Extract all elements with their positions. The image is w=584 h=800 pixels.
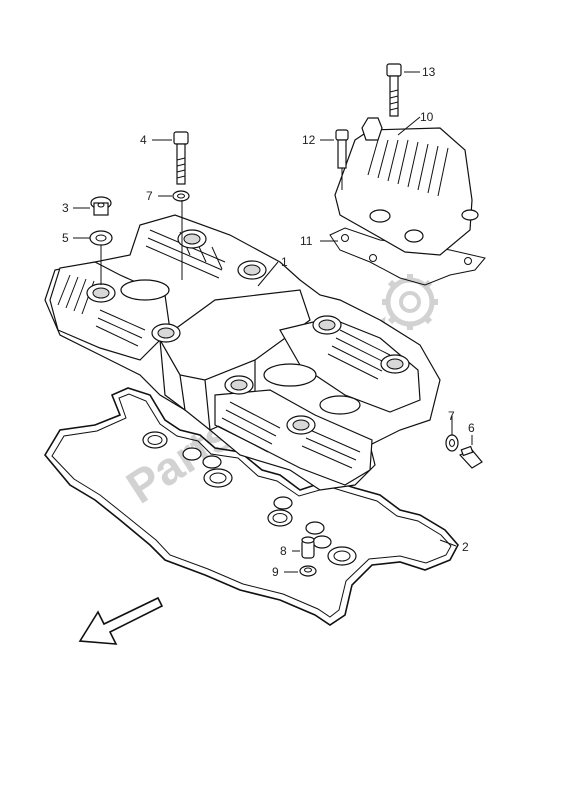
gasket-rings [142, 431, 357, 566]
label-part-1: 1 [281, 255, 288, 269]
label-part-7-top: 7 [146, 189, 153, 203]
watermark-gear-icon [382, 274, 438, 330]
leader-lines [73, 71, 473, 573]
label-part-7-right: 7 [448, 409, 455, 423]
breather-gasket [329, 227, 486, 286]
small-washer [299, 565, 317, 577]
bolt-13 [386, 63, 402, 117]
cylinder-head-cover [44, 214, 441, 491]
breather-cover [334, 117, 479, 256]
bolt-4 [173, 131, 189, 185]
washer-7-top [172, 190, 190, 202]
label-part-10: 10 [420, 110, 434, 124]
front-direction-arrow [78, 596, 164, 645]
washer-7-right [445, 434, 459, 452]
label-part-8: 8 [280, 544, 287, 558]
part-labels: 1 2 3 4 5 6 7 7 8 9 10 11 12 13 [62, 65, 475, 579]
bolt-3 [90, 196, 112, 216]
plug-wells [86, 229, 410, 435]
label-part-2: 2 [462, 540, 469, 554]
label-part-4: 4 [140, 133, 147, 147]
valve-cover-gasket [44, 387, 459, 626]
label-part-6: 6 [468, 421, 475, 435]
plug-6 [458, 445, 483, 469]
label-part-13: 13 [422, 65, 436, 79]
bolt-12 [335, 129, 349, 169]
seal-5 [89, 230, 113, 246]
label-part-3: 3 [62, 201, 69, 215]
label-part-11: 11 [300, 234, 313, 248]
label-part-12: 12 [302, 133, 316, 147]
label-part-9: 9 [272, 565, 279, 579]
dowel-pin [301, 536, 315, 559]
label-part-5: 5 [62, 231, 69, 245]
